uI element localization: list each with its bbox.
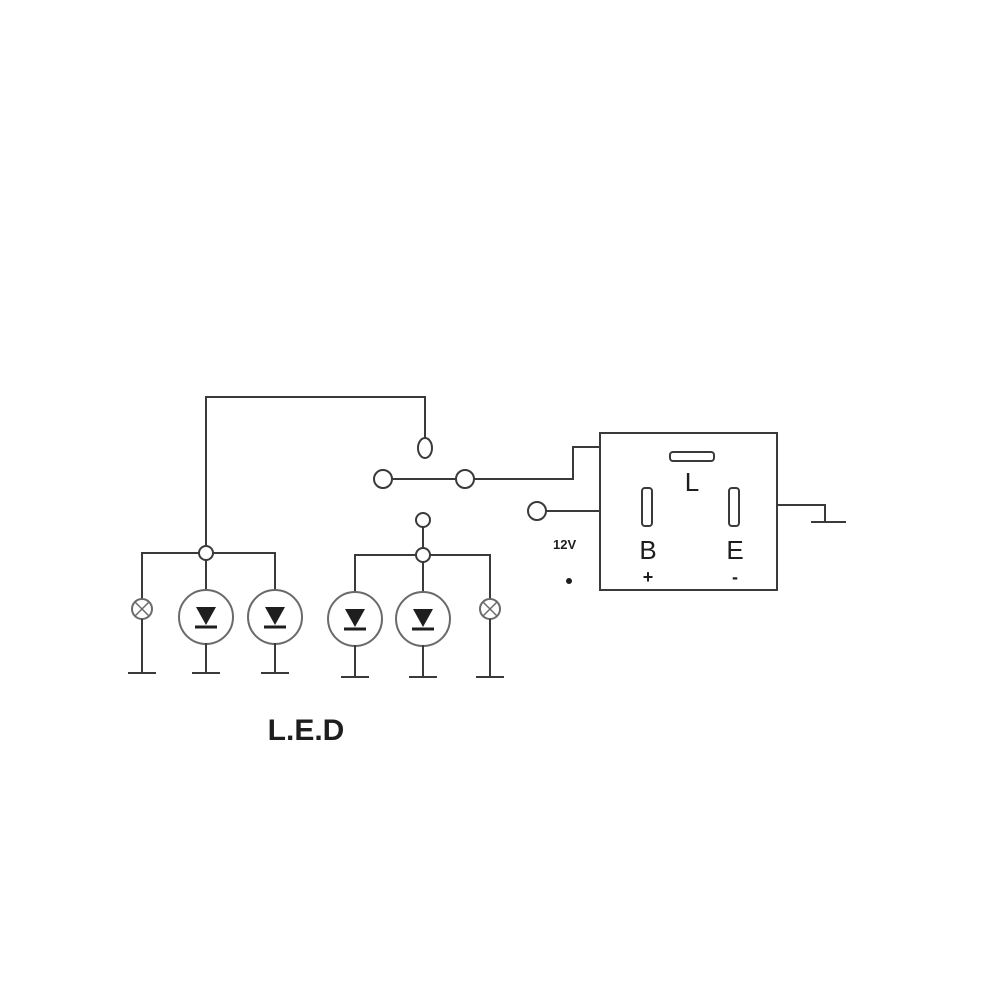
switch-common-terminal xyxy=(455,469,475,489)
relay-terminal-l-label: L xyxy=(685,467,699,497)
left-bus-junction xyxy=(198,545,214,561)
ground-wire xyxy=(776,504,826,523)
selector-switch xyxy=(373,437,601,489)
switch-left-terminal xyxy=(373,469,393,489)
terminal-e-pin xyxy=(728,487,740,527)
battery-input xyxy=(527,501,601,584)
led-2 xyxy=(247,589,303,674)
terminal-l-pin xyxy=(669,451,715,462)
led-label: L.E.D xyxy=(268,714,345,747)
led-3 xyxy=(327,591,383,678)
right-switch-terminal xyxy=(415,512,431,528)
right-led-bus xyxy=(354,512,491,599)
right-bus-junction xyxy=(415,547,431,563)
relay-terminal-b-label: B xyxy=(639,535,656,565)
lamp-left-small xyxy=(128,598,156,674)
relay-housing xyxy=(599,432,778,591)
battery-polarity-dot xyxy=(566,578,572,584)
terminal-b-pin xyxy=(641,487,653,527)
flasher-relay xyxy=(599,432,846,591)
switch-top-terminal xyxy=(417,437,433,459)
top-feed-wire xyxy=(205,396,426,553)
voltage-label: 12V xyxy=(553,537,576,552)
switch-to-relay-wire xyxy=(473,446,601,480)
relay-b-polarity: + xyxy=(643,567,654,587)
battery-terminal xyxy=(527,501,547,521)
relay-e-polarity: - xyxy=(732,567,738,587)
lamp-row xyxy=(128,589,504,678)
relay-terminal-e-label: E xyxy=(726,535,743,565)
led-4 xyxy=(395,591,451,678)
led-1 xyxy=(178,589,234,674)
lamp-right-small xyxy=(476,598,504,678)
left-led-bus xyxy=(141,545,276,599)
